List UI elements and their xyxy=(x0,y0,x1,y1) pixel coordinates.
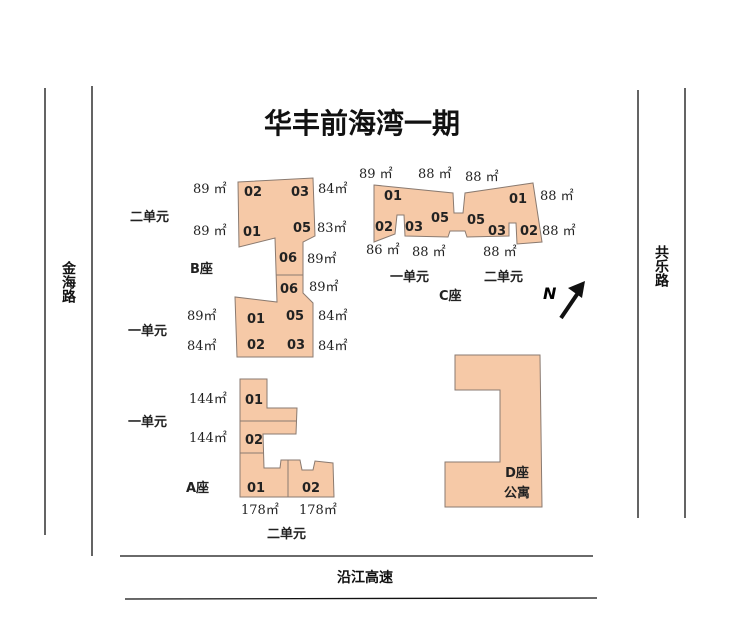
unit-number: 01 xyxy=(245,393,263,408)
unit-number: 02 xyxy=(302,481,320,496)
b-building-name: B座 xyxy=(190,261,213,277)
unit-area: 84㎡ xyxy=(187,339,217,354)
unit-area: 88 ㎡ xyxy=(540,189,574,204)
building-b[interactable]: 二单元 一单元 B座 02 03 01 05 06 06 01 05 02 03… xyxy=(128,177,348,358)
unit-area: 89㎡ xyxy=(307,252,337,267)
road-name-left: 金海路 xyxy=(60,260,77,303)
unit-number: 05 xyxy=(293,221,311,236)
unit-number: 02 xyxy=(244,185,262,200)
unit-area: 178㎡ xyxy=(299,503,337,518)
unit-area: 144㎡ xyxy=(189,392,227,407)
north-arrow-icon: N xyxy=(543,281,585,320)
d-building-name: D座 xyxy=(505,465,529,481)
road-jinhai: 金海路 xyxy=(44,86,93,556)
road-gongle: 共乐路 xyxy=(637,88,686,518)
north-label: N xyxy=(543,284,557,303)
unit-area: 89 ㎡ xyxy=(193,182,227,197)
building-c[interactable]: 01 02 03 05 05 01 03 02 89 ㎡ 88 ㎡ 88 ㎡ 8… xyxy=(359,167,576,304)
unit-number: 06 xyxy=(280,282,298,297)
unit-number: 02 xyxy=(520,224,538,239)
c-unit1-label: 一单元 xyxy=(390,269,429,285)
road-edge xyxy=(124,597,598,600)
unit-number: 06 xyxy=(279,251,297,266)
unit-number: 05 xyxy=(286,309,304,324)
unit-number: 01 xyxy=(384,189,402,204)
unit-area: 89 ㎡ xyxy=(359,167,393,182)
unit-number: 03 xyxy=(405,220,423,235)
unit-number: 03 xyxy=(287,338,305,353)
b-unit2-label: 二单元 xyxy=(130,209,169,225)
unit-area: 88 ㎡ xyxy=(412,245,446,260)
d-building-subtitle: 公寓 xyxy=(504,485,530,501)
unit-number: 01 xyxy=(247,481,265,496)
unit-number: 05 xyxy=(467,213,485,228)
a-unit2-label: 二单元 xyxy=(267,526,306,542)
road-yanjiang: 沿江高速 xyxy=(120,555,598,600)
unit-area: 89 ㎡ xyxy=(193,224,227,239)
unit-area: 88 ㎡ xyxy=(542,224,576,239)
building-a[interactable]: 01 02 01 02 144㎡ 144㎡ 178㎡ 178㎡ 一单元 A座 二… xyxy=(128,378,337,542)
unit-area: 84㎡ xyxy=(318,309,348,324)
unit-area: 89㎡ xyxy=(309,280,339,295)
building-d[interactable]: D座 公寓 xyxy=(444,354,543,508)
c-unit2-label: 二单元 xyxy=(484,269,523,285)
road-name-right: 共乐路 xyxy=(653,244,669,287)
unit-number: 02 xyxy=(247,338,265,353)
unit-area: 83㎡ xyxy=(317,221,347,236)
unit-area: 88 ㎡ xyxy=(418,167,452,182)
unit-number: 01 xyxy=(509,192,527,207)
a-unit1-label: 一单元 xyxy=(128,414,167,430)
plan-title: 华丰前海湾一期 xyxy=(264,107,460,140)
unit-area: 86 ㎡ xyxy=(366,243,400,258)
unit-number: 01 xyxy=(243,225,261,240)
b-unit1-label: 一单元 xyxy=(128,323,167,339)
unit-number: 05 xyxy=(431,211,449,226)
unit-area: 88 ㎡ xyxy=(483,245,517,260)
c-building-name: C座 xyxy=(439,288,462,304)
unit-area: 89㎡ xyxy=(187,309,217,324)
a-building-name: A座 xyxy=(186,480,209,496)
unit-area: 178㎡ xyxy=(241,503,279,518)
unit-area: 84㎡ xyxy=(318,182,348,197)
unit-number: 01 xyxy=(247,312,265,327)
unit-area: 84㎡ xyxy=(318,339,348,354)
road-name-bottom: 沿江高速 xyxy=(337,569,393,586)
unit-number: 02 xyxy=(245,433,263,448)
unit-number: 03 xyxy=(488,224,506,239)
unit-area: 144㎡ xyxy=(189,431,227,446)
unit-number: 02 xyxy=(375,220,393,235)
unit-area: 88 ㎡ xyxy=(465,170,499,185)
unit-number: 03 xyxy=(291,185,309,200)
